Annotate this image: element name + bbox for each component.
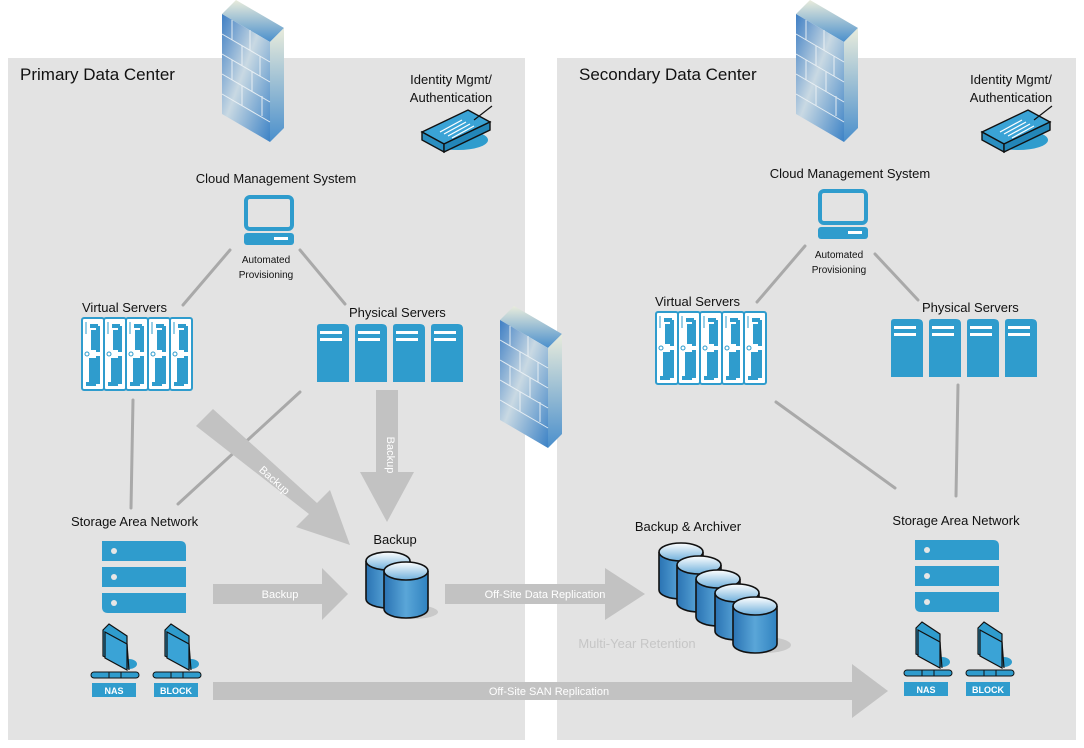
arrow-san-to-backup: [213, 568, 348, 620]
secondary-title: Secondary Data Center: [579, 65, 757, 84]
secondary-virtual-servers-label: Virtual Servers: [655, 294, 741, 309]
backup-arrows: [196, 390, 888, 718]
virtual-servers-secondary-icon: [655, 311, 767, 385]
connector-cms-virtual-2: [755, 244, 807, 304]
archiver-label: Backup & Archiver: [635, 519, 742, 534]
block-tag-primary: [154, 683, 198, 697]
nas-tag-secondary: [904, 682, 948, 696]
primary-identity-label-2: Authentication: [410, 90, 492, 105]
connector-physical-san-2: [954, 383, 960, 498]
san-primary-icon: [102, 541, 186, 613]
arrow-label-physical-backup: Backup: [384, 437, 396, 474]
connector-virtual-san: [129, 398, 135, 510]
secondary-provisioning-2: Provisioning: [812, 265, 866, 276]
secondary-cms-label: Cloud Management System: [770, 166, 930, 181]
connector-virtual-san-2: [774, 400, 897, 490]
block-tag-primary-label: BLOCK: [160, 686, 192, 696]
virtual-servers-primary-icon: [81, 317, 193, 391]
primary-title: Primary Data Center: [20, 65, 175, 84]
primary-backup-label: Backup: [373, 532, 416, 547]
connector-cms-virtual: [181, 248, 232, 307]
primary-provisioning-1: Automated: [242, 255, 290, 266]
primary-cms-label: Cloud Management System: [196, 171, 356, 186]
archiver-storage-icon: [658, 542, 791, 654]
arrow-label-san-replication: Off-Site SAN Replication: [489, 686, 609, 698]
secondary-identity-label-1: Identity Mgmt/: [970, 72, 1052, 87]
connector-cms-physical: [298, 248, 347, 306]
nas-tag-primary: [92, 683, 136, 697]
primary-san-label: Storage Area Network: [71, 514, 199, 529]
block-tag-secondary-label: BLOCK: [972, 685, 1004, 695]
primary-data-center-panel: [8, 58, 525, 740]
retention-label: Multi-Year Retention: [578, 636, 695, 651]
arrow-data-replication: [445, 568, 645, 620]
arrow-physical-to-backup: [360, 390, 414, 522]
nas-tag-primary-label: NAS: [104, 686, 123, 696]
primary-identity-label-1: Identity Mgmt/: [410, 72, 492, 87]
secondary-san-label: Storage Area Network: [892, 513, 1020, 528]
primary-virtual-servers-label: Virtual Servers: [82, 300, 168, 315]
san-secondary-icon: [915, 540, 999, 612]
secondary-provisioning-1: Automated: [815, 250, 863, 261]
arrow-label-data-replication: Off-Site Data Replication: [485, 589, 606, 601]
secondary-connectors: [755, 244, 960, 498]
primary-provisioning-2: Provisioning: [239, 270, 293, 281]
arrow-label-san-backup: Backup: [262, 589, 299, 601]
backup-storage-primary-icon: [365, 551, 438, 619]
connector-cms-physical-2: [873, 252, 920, 302]
secondary-identity-label-2: Authentication: [970, 90, 1052, 105]
arrow-san-replication: [213, 664, 888, 718]
block-tag-secondary: [966, 682, 1010, 696]
nas-tag-secondary-label: NAS: [916, 685, 935, 695]
secondary-physical-servers-label: Physical Servers: [922, 300, 1019, 315]
primary-physical-servers-label: Physical Servers: [349, 305, 446, 320]
arrow-virtual-to-backup: [196, 409, 350, 545]
